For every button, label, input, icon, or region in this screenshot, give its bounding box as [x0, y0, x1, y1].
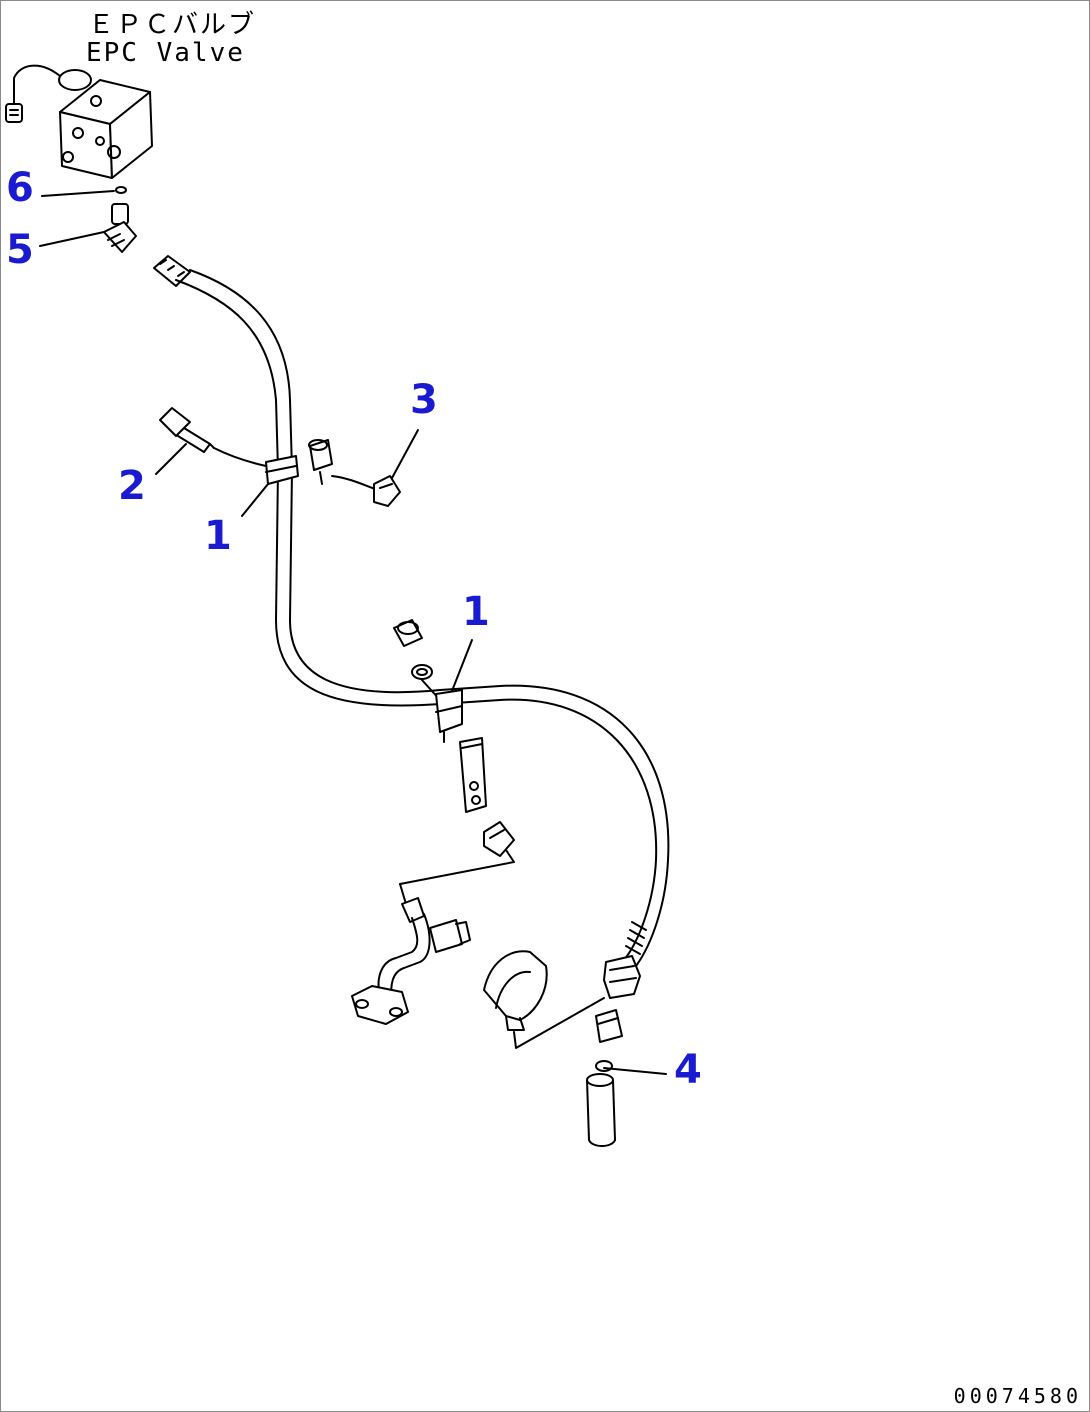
callout-4: 4: [674, 1047, 702, 1093]
upper-hose-end-fitting: [154, 256, 190, 286]
part-4-adapter: [596, 1010, 622, 1071]
bracket-plate: [460, 738, 486, 812]
callout-2: 2: [118, 463, 146, 509]
component-title-japanese: ＥＰＣバルブ: [88, 10, 257, 40]
leader-lines: [242, 484, 666, 1074]
callout-3: 3: [410, 377, 438, 423]
flanged-pipe-elbow: [352, 884, 470, 1024]
drawing-number: 00074580: [953, 1384, 1082, 1408]
part-6-o-ring: [42, 187, 126, 196]
callout-6: 6: [6, 165, 34, 211]
callout-5: 5: [6, 227, 34, 273]
component-title-english: EPC Valve: [86, 38, 245, 68]
lower-hose-end-fitting: [604, 956, 640, 998]
cylindrical-fitting: [587, 1074, 615, 1146]
part-3-nut: [309, 430, 418, 506]
part-2-bolt: [156, 408, 266, 474]
epc-valve-block: [6, 66, 152, 178]
large-clamp: [484, 951, 604, 1048]
lower-clamp-assembly: [394, 620, 462, 742]
upper-clamp: [266, 456, 298, 484]
hose-clip: [400, 822, 514, 884]
callout-1-upper: 1: [204, 513, 232, 559]
part-5-elbow-fitting: [40, 204, 136, 252]
main-hose: [176, 270, 668, 966]
callout-1-lower: 1: [462, 589, 490, 635]
